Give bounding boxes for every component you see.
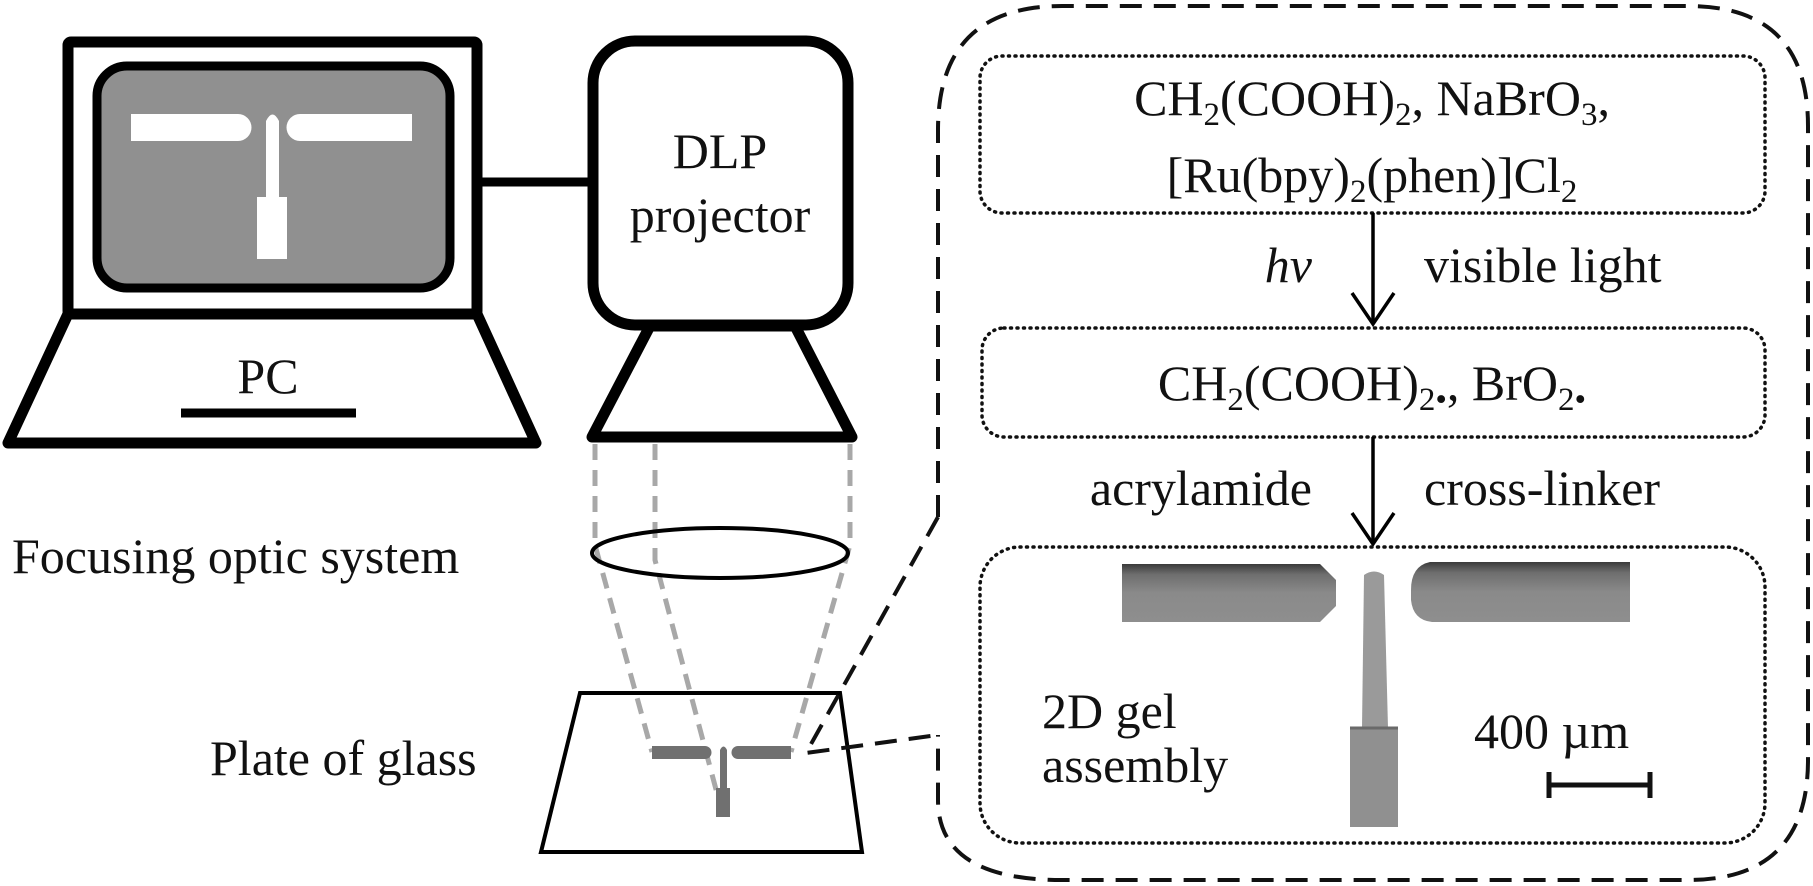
gel-label-line2: assembly (1042, 737, 1228, 793)
projector-body (587, 35, 854, 331)
formula-text: [Ru(bpy) (1167, 147, 1350, 203)
pc-label: PC (237, 348, 298, 404)
optics-label: Focusing optic system (12, 528, 459, 584)
formula-text: (COOH) (1220, 70, 1395, 126)
pattern-stem (266, 114, 279, 198)
scale-bar (1546, 772, 1653, 798)
formula-text: (COOH) (1244, 355, 1419, 411)
gel-left-bar (1122, 564, 1336, 622)
formula-subscript: 2 (1561, 174, 1578, 210)
formula-text: , NaBrO (1412, 70, 1581, 126)
scale-bar-label: 400 µm (1474, 703, 1629, 759)
light-beams (592, 444, 853, 813)
acrylamide-label: acrylamide (1090, 460, 1312, 516)
gel-label-line1: 2D gel (1042, 683, 1177, 739)
mini-stem (720, 746, 727, 790)
dlp-projector: DLP projector (586, 35, 858, 443)
gel-base (1350, 727, 1398, 827)
reactants-line2: [Ru(bpy)2(phen)]Cl2 (1167, 147, 1578, 210)
mini-right-bar (731, 746, 791, 759)
formula-subscript: 2 (1204, 97, 1221, 133)
reactants-line1: CH2(COOH)2, NaBrO3, (1134, 70, 1610, 133)
formula-text: CH (1134, 70, 1203, 126)
glass-label: Plate of glass (210, 730, 477, 786)
beam-middle (652, 444, 725, 813)
arrow-head (1350, 292, 1396, 328)
formula-text: CH (1158, 355, 1227, 411)
glass-plate (538, 691, 865, 854)
radical-subscript: 2• (1558, 382, 1586, 418)
mini-base (716, 788, 730, 817)
hv-label: hv (1265, 237, 1313, 293)
formula-text: , BrO (1447, 355, 1558, 411)
formula-subscript: 2 (1395, 97, 1412, 133)
screen-gel-pattern (131, 114, 412, 259)
pattern-base (257, 197, 287, 259)
pattern-right-bar (286, 114, 412, 141)
mini-gel-pattern (652, 746, 791, 817)
pattern-left-bar (131, 114, 252, 141)
cross-linker-label: cross-linker (1424, 460, 1660, 516)
formula-subscript: 2 (1227, 382, 1244, 418)
focusing-lens (590, 526, 850, 580)
projector-lens-housing (586, 320, 858, 443)
keyboard-base (2, 308, 542, 449)
formula-subscript: 3 (1581, 97, 1598, 133)
mini-left-bar (652, 746, 712, 759)
callout-outer-box (936, 4, 1810, 882)
gel-right-bar (1411, 562, 1630, 622)
visible-light-label: visible light (1424, 237, 1662, 293)
arrow-step2 (1350, 437, 1396, 548)
gel-assembly-box (978, 545, 1767, 845)
radical-subscript: 2• (1419, 382, 1447, 418)
arrow-head (1350, 512, 1396, 548)
arrow-step1 (1350, 213, 1396, 328)
beam-left (592, 444, 655, 753)
gel-micrograph (1122, 562, 1630, 827)
callout-pointer (802, 516, 940, 756)
formula-subscript: 2 (1350, 174, 1367, 210)
radicals-line1: CH2(COOH)2•, BrO2• (1158, 355, 1586, 418)
projector-label-line1: DLP (673, 123, 767, 179)
projector-label-line2: projector (630, 187, 811, 243)
formula-text: , (1597, 70, 1610, 126)
gel-stem (1362, 571, 1388, 728)
formula-text: (phen)]Cl (1366, 147, 1560, 203)
beam-right (788, 444, 853, 753)
pc-computer: PC (2, 36, 542, 449)
